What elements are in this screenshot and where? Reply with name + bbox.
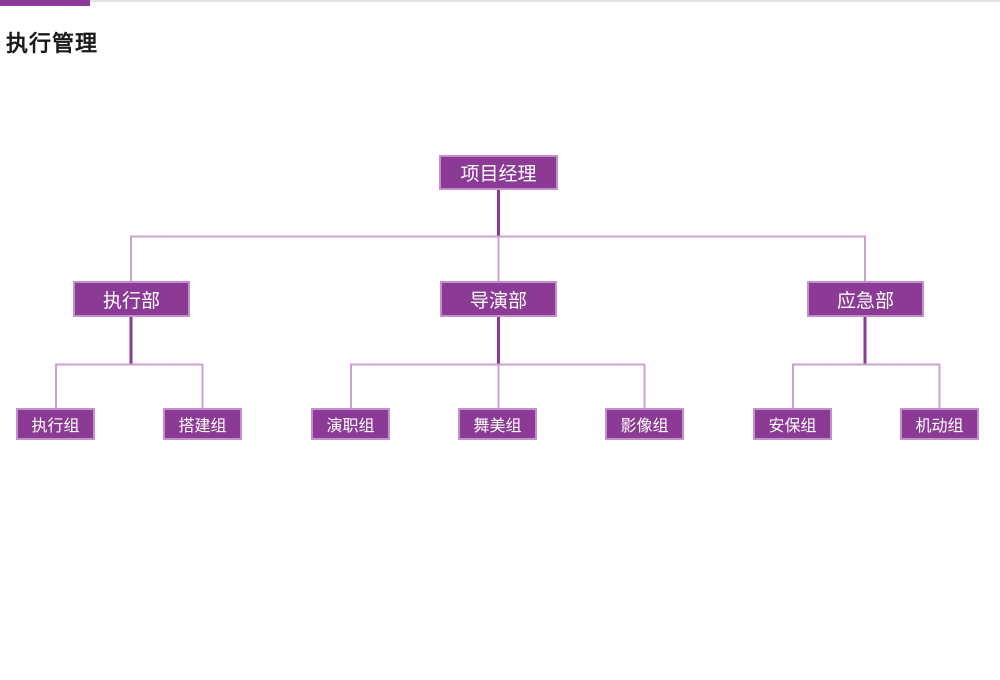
org-node-mobile-team[interactable]: 机动组 bbox=[900, 408, 979, 440]
org-node-stage-art-team[interactable]: 舞美组 bbox=[458, 408, 537, 440]
org-node-video-team[interactable]: 影像组 bbox=[605, 408, 684, 440]
org-node-security-team[interactable]: 安保组 bbox=[753, 408, 832, 440]
header-divider bbox=[0, 0, 1000, 2]
org-node-emergency-dept[interactable]: 应急部 bbox=[807, 281, 924, 317]
org-node-execution-dept[interactable]: 执行部 bbox=[73, 281, 190, 317]
org-node-cast-crew-team[interactable]: 演职组 bbox=[311, 408, 390, 440]
org-node-director-dept[interactable]: 导演部 bbox=[440, 281, 557, 317]
org-node-project-manager[interactable]: 项目经理 bbox=[439, 155, 558, 190]
header-accent-bar bbox=[0, 0, 90, 6]
org-node-execution-team[interactable]: 执行组 bbox=[16, 408, 95, 440]
page-title: 执行管理 bbox=[6, 31, 99, 56]
org-node-construction-team[interactable]: 搭建组 bbox=[163, 408, 242, 440]
